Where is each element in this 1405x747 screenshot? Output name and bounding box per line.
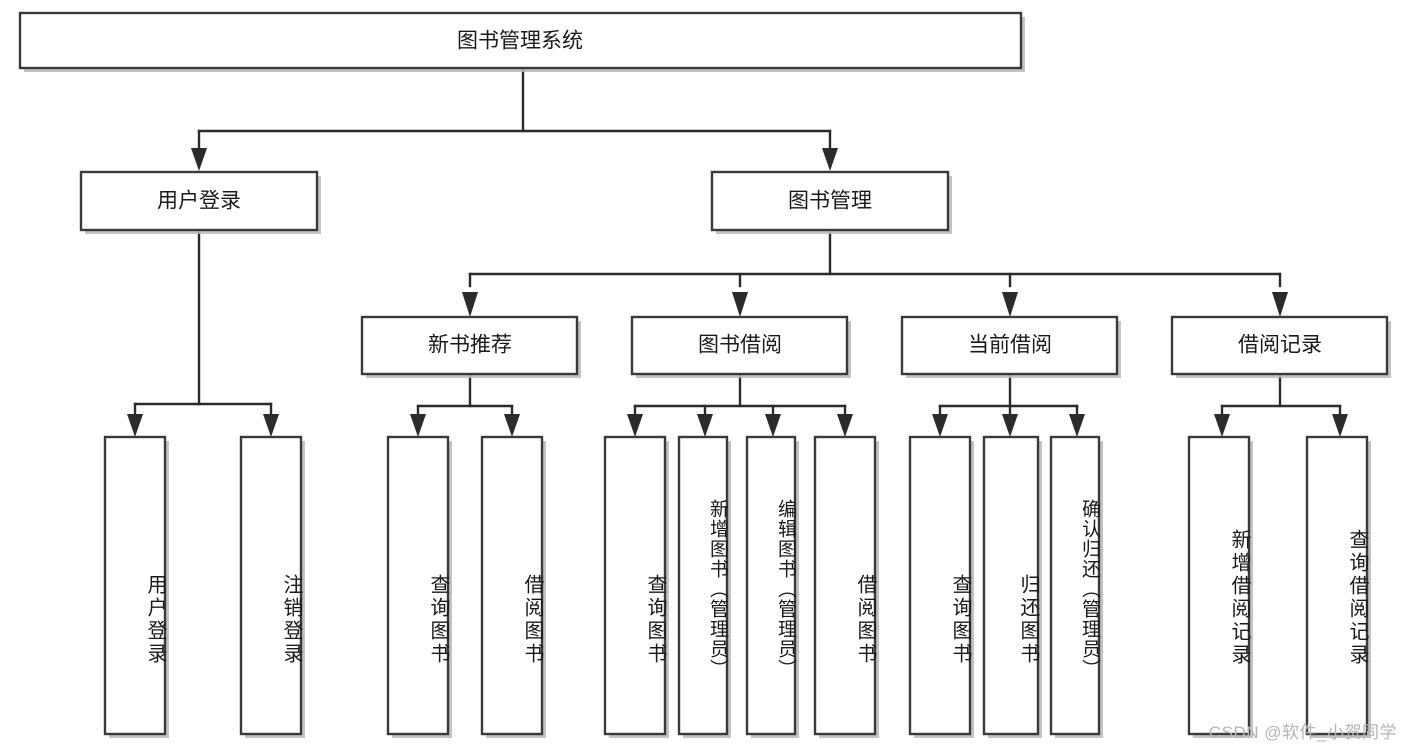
connector-book-management-to-level3 — [462, 231, 1288, 317]
node-user-login-label: 用户登录 — [157, 190, 241, 213]
leaf-add-record-box[interactable] — [1187, 435, 1251, 736]
connector-borrow-record-to-leaves — [1214, 374, 1348, 437]
node-current-borrow-box[interactable] — [900, 315, 1119, 376]
connector-book-borrow-to-leaves — [627, 374, 853, 437]
node-root-box[interactable] — [18, 11, 1023, 70]
leaf-borrow-book-1-box[interactable] — [480, 435, 544, 736]
leaf-return-book-box[interactable] — [982, 435, 1040, 736]
connector-layer — [127, 68, 1348, 437]
node-book-management-label: 图书管理 — [788, 190, 872, 213]
leaf-borrow-book-2-box[interactable] — [813, 435, 877, 736]
watermark-text: CSDN @软件_小贺同学 — [1208, 723, 1397, 742]
node-book-borrow-label: 图书借阅 — [698, 334, 782, 357]
node-user-login-box[interactable] — [79, 170, 319, 232]
node-book-borrow[interactable]: 图书借阅 — [630, 315, 851, 378]
leaf-boxes-layer — [103, 435, 1371, 738]
leaf-add-book-box[interactable] — [677, 435, 729, 736]
node-book-borrow-box[interactable] — [630, 315, 849, 376]
connector-current-borrow-to-leaves — [932, 374, 1085, 437]
leaf-query-book-3-box[interactable] — [908, 435, 972, 736]
node-current-borrow[interactable]: 当前借阅 — [900, 315, 1121, 378]
node-new-book-recommend[interactable]: 新书推荐 — [360, 315, 581, 378]
node-new-book-recommend-label: 新书推荐 — [428, 334, 512, 357]
leaf-query-record-box[interactable] — [1305, 435, 1369, 736]
connector-root-to-level2 — [191, 68, 838, 171]
leaf-query-book-2-box[interactable] — [603, 435, 667, 736]
node-borrow-record-box[interactable] — [1170, 315, 1389, 376]
node-root-label: 图书管理系统 — [457, 30, 583, 53]
node-new-book-recommend-box[interactable] — [360, 315, 579, 376]
connector-new-book-recommend-to-leaves — [410, 374, 520, 437]
leaf-query-book-1-box[interactable] — [386, 435, 450, 736]
connector-user-login-to-leaves — [127, 231, 279, 437]
node-current-borrow-label: 当前借阅 — [968, 334, 1052, 357]
leaf-user-login-box[interactable] — [103, 435, 167, 736]
leaf-logout-login-box[interactable] — [239, 435, 303, 736]
node-user-login[interactable]: 用户登录 — [79, 170, 321, 234]
node-book-management-box[interactable] — [710, 170, 950, 232]
leaf-confirm-return-box[interactable] — [1049, 435, 1101, 736]
node-borrow-record-label: 借阅记录 — [1238, 334, 1322, 357]
leaf-edit-book-box[interactable] — [745, 435, 797, 736]
node-root[interactable]: 图书管理系统 — [18, 11, 1025, 72]
node-borrow-record[interactable]: 借阅记录 — [1170, 315, 1391, 378]
node-book-management[interactable]: 图书管理 — [710, 170, 952, 234]
